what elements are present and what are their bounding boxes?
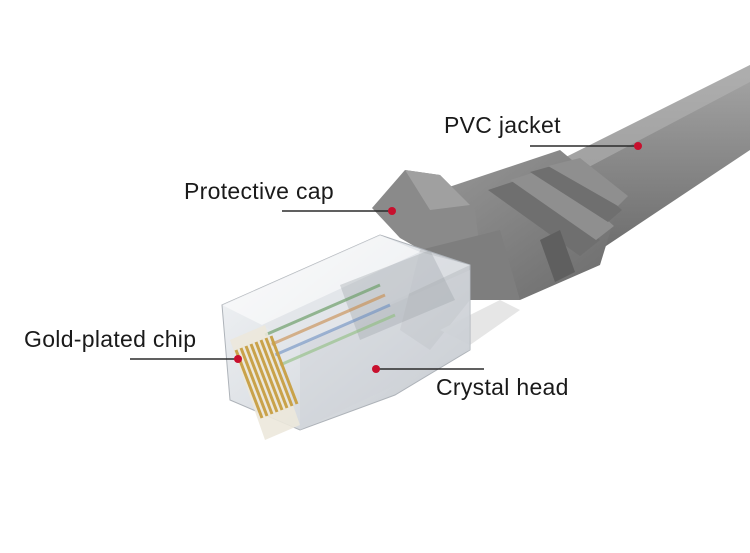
- label-crystal-head: Crystal head: [436, 374, 569, 400]
- marker-pvc: [634, 142, 642, 150]
- label-pvc-jacket: PVC jacket: [444, 112, 561, 138]
- marker-cap: [388, 207, 396, 215]
- leader-lines: [130, 145, 638, 370]
- gold-plated-contacts: [230, 325, 300, 440]
- label-gold-plated-chip: Gold-plated chip: [24, 326, 197, 352]
- label-protective-cap: Protective cap: [184, 178, 334, 204]
- marker-chip: [234, 355, 242, 363]
- marker-crystal: [372, 365, 380, 373]
- markers: [234, 142, 642, 373]
